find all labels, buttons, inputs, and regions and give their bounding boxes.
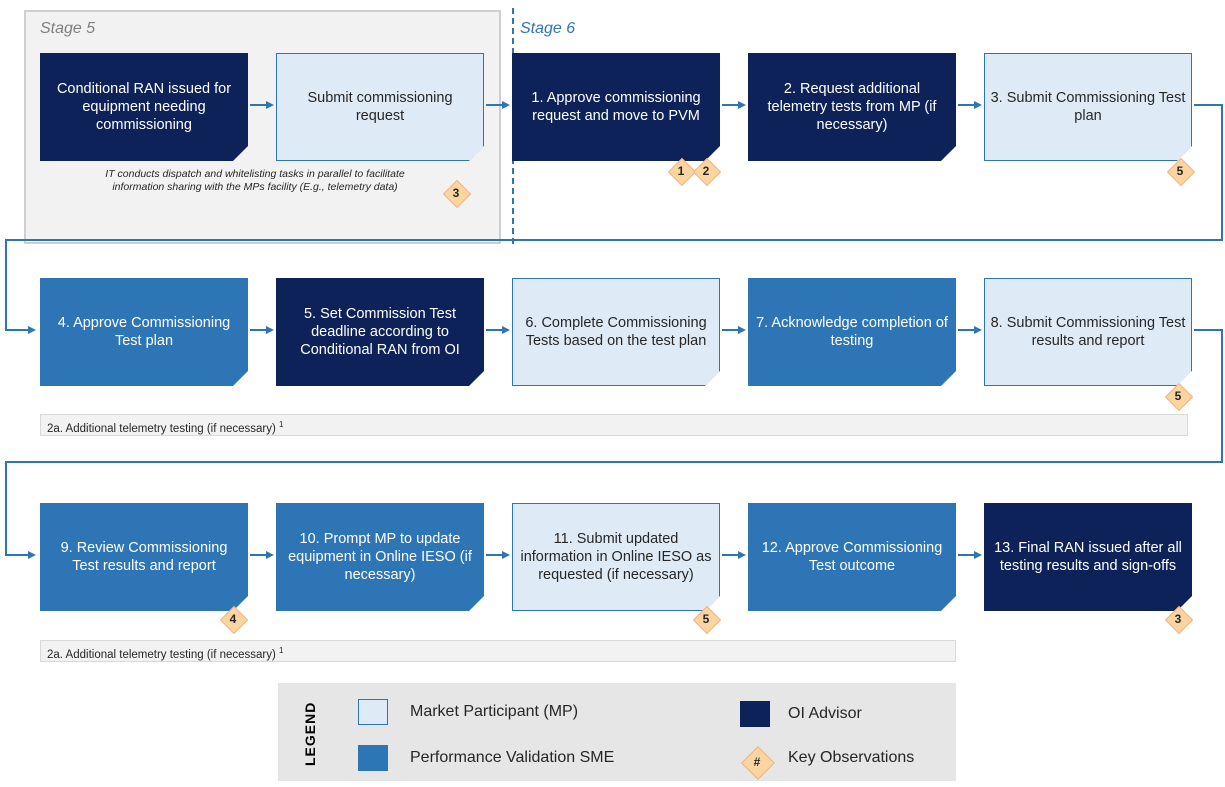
key-observation-number: 5 <box>702 612 710 626</box>
connector-b8-b9 <box>5 329 1223 559</box>
footnote-marker: 1 <box>279 646 284 655</box>
key-observation-number: 3 <box>1174 612 1182 626</box>
process-box-text: 11. Submit updated information in Online… <box>520 531 712 583</box>
key-observation-diamond: 5 <box>1166 157 1196 187</box>
key-observation-number: 5 <box>1174 389 1182 403</box>
telemetry-testing-text: 2a. Additional telemetry testing (if nec… <box>47 648 276 661</box>
legend-label-key: Key Observations <box>788 749 915 766</box>
process-box-step-11: 11. Submit updated information in Online… <box>512 503 720 611</box>
process-box-text: 10. Prompt MP to update equipment in Onl… <box>288 531 472 583</box>
key-observation-diamond: 5 <box>692 605 722 635</box>
process-box-text: 2. Request additional telemetry tests fr… <box>767 81 937 133</box>
telemetry-testing-bar: 2a. Additional telemetry testing (if nec… <box>40 414 1188 436</box>
key-observation-diamond: 1 <box>667 157 697 187</box>
connector-b3-b4 <box>5 104 1223 334</box>
key-observation-diamond: 2 <box>692 157 722 187</box>
legend-swatch-oi <box>740 701 770 727</box>
process-box-step-3: 3. Submit Commissioning Test plan <box>984 53 1192 161</box>
process-box-text: Submit commissioning request <box>307 90 453 124</box>
process-box-text: 6. Complete Commissioning Tests based on… <box>525 315 707 349</box>
process-box-step-9: 9. Review Commissioning Test results and… <box>40 503 248 611</box>
process-box-step-2: 2. Request additional telemetry tests fr… <box>748 53 956 161</box>
legend: LEGEND Market Participant (MP) Performan… <box>278 683 956 781</box>
legend-title: LEGEND <box>302 701 318 767</box>
key-observation-number: 2 <box>702 164 710 178</box>
process-box-text: 13. Final RAN issued after all testing r… <box>994 540 1182 574</box>
process-box-text: 9. Review Commissioning Test results and… <box>60 540 228 574</box>
stage5-note: IT conducts dispatch and whitelisting ta… <box>105 168 405 193</box>
process-box-text: 4. Approve Commissioning Test plan <box>57 315 231 349</box>
legend-label-sme: Performance Validation SME <box>410 749 615 766</box>
process-box-text: 3. Submit Commissioning Test plan <box>990 90 1186 124</box>
process-box-step-8: 8. Submit Commissioning Test results and… <box>984 278 1192 386</box>
process-box-text: 5. Set Commission Test deadline accordin… <box>300 306 460 358</box>
key-observation-number: 4 <box>229 612 237 626</box>
key-observation-diamond: 3 <box>442 179 472 209</box>
process-box-text: 1. Approve commissioning request and mov… <box>531 90 701 124</box>
telemetry-testing-bar: 2a. Additional telemetry testing (if nec… <box>40 640 956 662</box>
key-observation-symbol: # <box>753 755 761 769</box>
process-box-step-6: 6. Complete Commissioning Tests based on… <box>512 278 720 386</box>
process-box-text: Conditional RAN issued for equipment nee… <box>56 81 232 133</box>
process-box-text: 8. Submit Commissioning Test results and… <box>990 315 1186 349</box>
key-observation-number: 3 <box>452 186 460 200</box>
key-observation-diamond: 3 <box>1164 605 1194 635</box>
footnote-marker: 1 <box>279 420 284 429</box>
process-box-step-4: 4. Approve Commissioning Test plan <box>40 278 248 386</box>
stage6-label: Stage 6 <box>520 20 576 37</box>
telemetry-testing-text: 2a. Additional telemetry testing (if nec… <box>47 422 276 435</box>
process-box-step-5: 5. Set Commission Test deadline accordin… <box>276 278 484 386</box>
process-box-step-1: 1. Approve commissioning request and mov… <box>512 53 720 161</box>
process-box-step-7: 7. Acknowledge completion of testing <box>748 278 956 386</box>
legend-label-oi: OI Advisor <box>788 705 862 722</box>
stage5-label: Stage 5 <box>40 20 96 37</box>
key-observation-diamond: 4 <box>219 605 249 635</box>
process-box-submit-request: Submit commissioning request <box>276 53 484 161</box>
key-observation-number: 1 <box>677 164 685 178</box>
key-observation-diamond: 5 <box>1164 382 1194 412</box>
key-observation-legend-icon: # <box>740 745 775 780</box>
process-box-step-12: 12. Approve Commissioning Test outcome <box>748 503 956 611</box>
key-observation-number: 5 <box>1176 164 1184 178</box>
process-box-text: 7. Acknowledge completion of testing <box>756 315 948 349</box>
legend-swatch-mp <box>358 699 388 725</box>
process-box-step-13: 13. Final RAN issued after all testing r… <box>984 503 1192 611</box>
legend-swatch-sme <box>358 745 388 771</box>
legend-label-mp: Market Participant (MP) <box>410 703 579 720</box>
process-box-conditional-ran: Conditional RAN issued for equipment nee… <box>40 53 248 161</box>
process-box-text: 12. Approve Commissioning Test outcome <box>761 540 943 574</box>
process-box-step-10: 10. Prompt MP to update equipment in Onl… <box>276 503 484 611</box>
